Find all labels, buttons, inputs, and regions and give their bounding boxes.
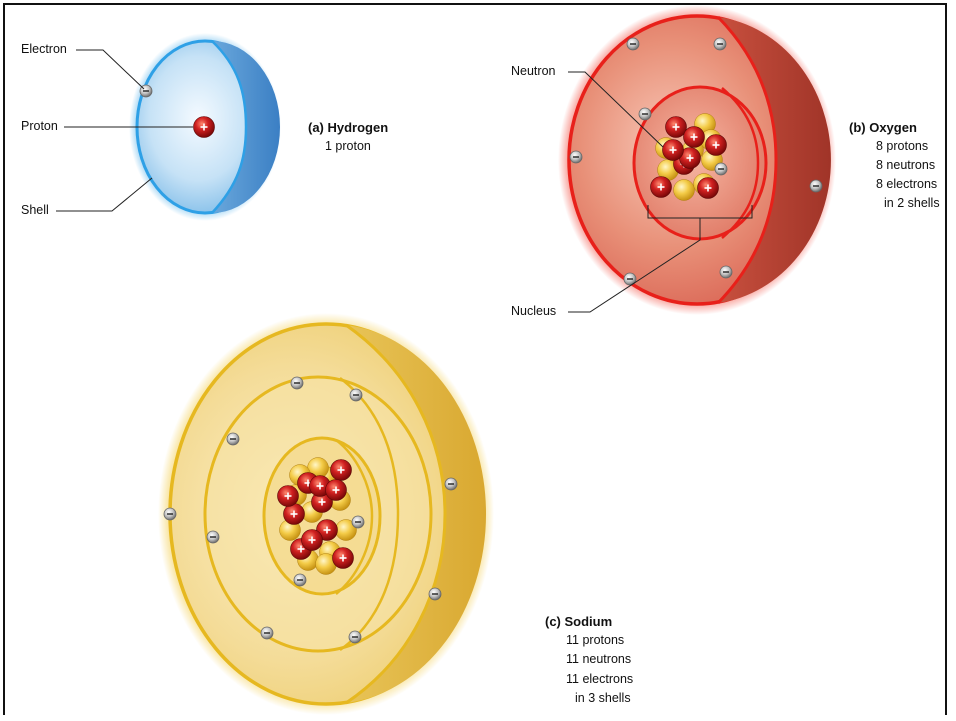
oxygen-inner-shell — [634, 87, 766, 239]
electron-label: Electron — [21, 43, 67, 56]
oxygen-caption-line: 8 protons — [876, 140, 928, 153]
oxygen-title: (b) Oxygen — [849, 121, 917, 134]
hydrogen-title: (a) Hydrogen — [308, 121, 388, 134]
proton-label: Proton — [21, 120, 58, 133]
sodium-caption-line: 11 neutrons — [566, 653, 631, 666]
oxygen-caption-line: 8 electrons — [876, 178, 937, 191]
hydrogen-caption-line: 1 proton — [325, 140, 371, 153]
electron-leader — [76, 50, 144, 89]
sodium-atom — [158, 313, 494, 715]
sodium-caption-line: 11 electrons — [566, 673, 633, 686]
nucleus-label: Nucleus — [511, 305, 556, 318]
hydrogen-proton — [194, 117, 215, 138]
oxygen-atom — [558, 5, 836, 315]
oxygen-caption-line: 8 neutrons — [876, 159, 935, 172]
neutron-label: Neutron — [511, 65, 555, 78]
sodium-caption-line: in 3 shells — [575, 692, 631, 705]
sodium-title: (c) Sodium — [545, 615, 612, 628]
shell-leader — [56, 178, 152, 211]
sodium-caption-line: 11 protons — [566, 634, 624, 647]
shell-label: Shell — [21, 204, 49, 217]
oxygen-caption-line: in 2 shells — [884, 197, 940, 210]
